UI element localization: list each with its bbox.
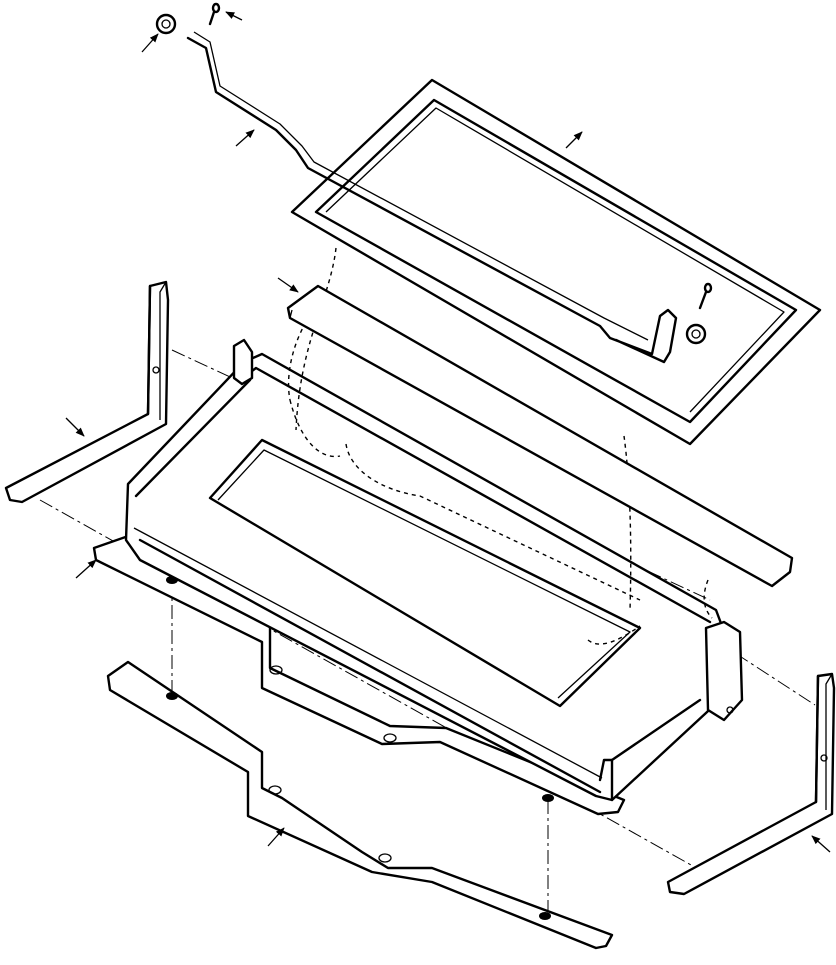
nut-icon bbox=[685, 323, 707, 345]
nut-icon bbox=[155, 13, 177, 35]
battery-tray bbox=[124, 338, 744, 802]
callout-arrows bbox=[65, 11, 831, 853]
hold-down-rod bbox=[186, 31, 678, 364]
cotter-pin-icon bbox=[698, 282, 713, 310]
flat-strip bbox=[286, 284, 794, 588]
projection-lines bbox=[287, 247, 713, 619]
lower-base-plate bbox=[106, 660, 614, 950]
rectangular-frame bbox=[290, 78, 822, 446]
cotter-pin-icon bbox=[208, 2, 221, 26]
hardware bbox=[155, 2, 713, 345]
right-angle-bracket bbox=[666, 672, 836, 896]
left-angle-bracket bbox=[4, 280, 170, 504]
